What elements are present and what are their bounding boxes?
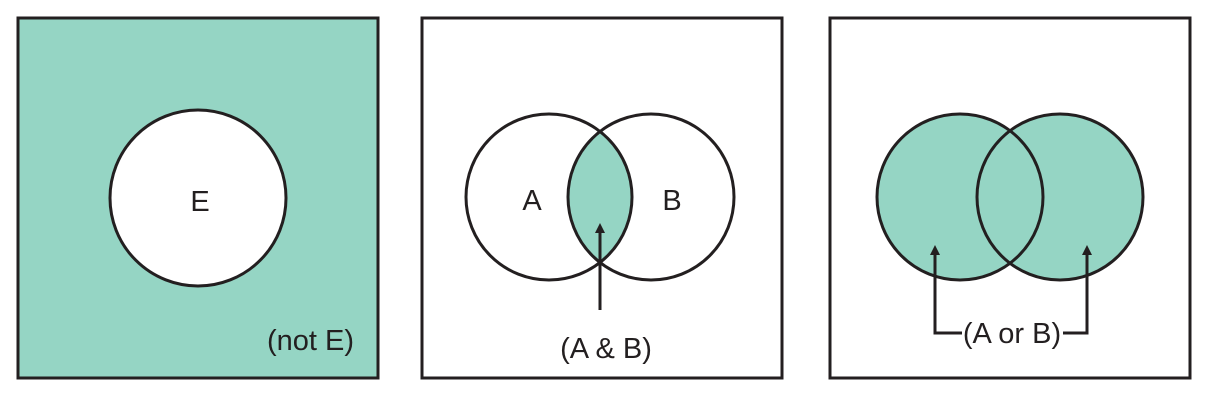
- complement-caption: (not E): [267, 325, 354, 357]
- panel-union: (A or B): [828, 16, 1192, 380]
- panel-complement: E (not E): [16, 16, 380, 380]
- union-fill-right: [977, 114, 1143, 280]
- union-right-arrow: [1063, 245, 1092, 335]
- circle-b-label: B: [662, 185, 681, 217]
- intersection-caption: (A & B): [560, 333, 652, 365]
- event-e-circle: [108, 108, 288, 288]
- circle-b: [566, 112, 736, 282]
- union-caption: (A or B): [963, 318, 1061, 350]
- union-circle-left: [875, 112, 1045, 282]
- event-e-label: E: [190, 186, 209, 218]
- union-left-arrow: [930, 245, 962, 335]
- union-circle-right: [975, 112, 1145, 282]
- intersection-fill: [568, 114, 632, 280]
- circle-a: [464, 112, 634, 282]
- panel-intersection: A B (A & B): [420, 16, 784, 380]
- circle-a-label: A: [522, 185, 542, 217]
